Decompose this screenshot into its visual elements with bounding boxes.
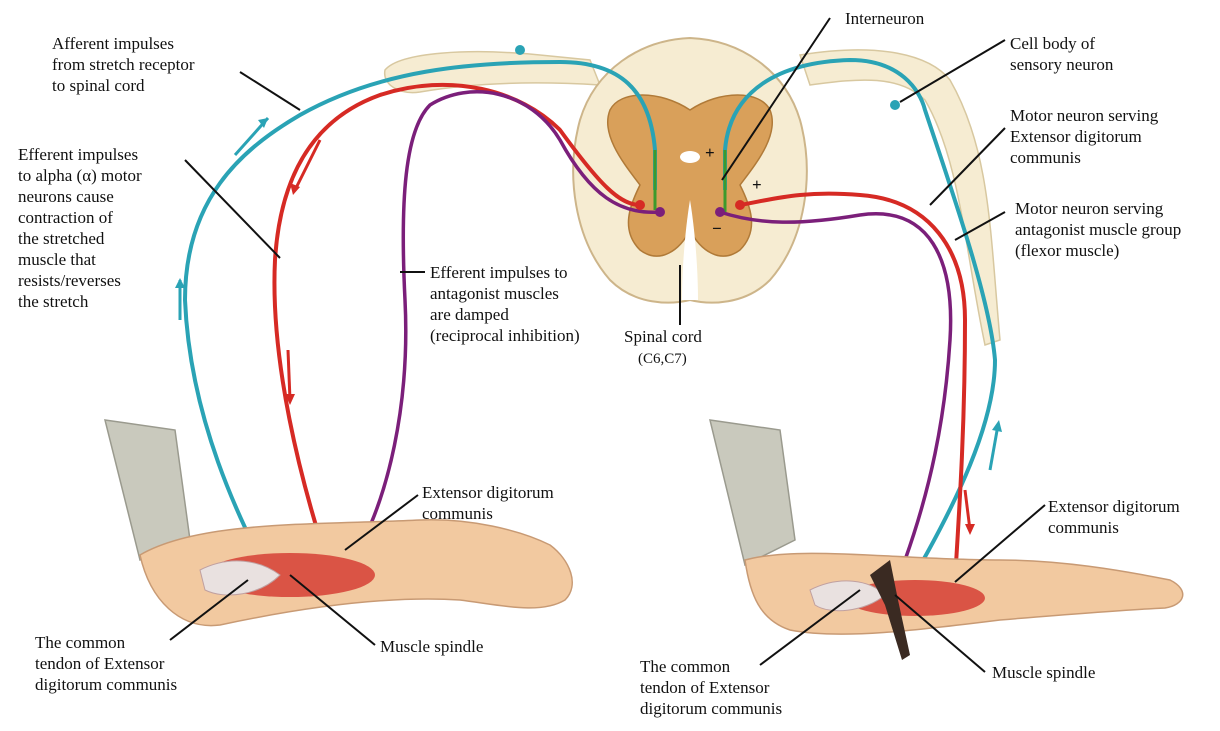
motor-extensor-label: Motor neuron serving Extensor digitorum … bbox=[1010, 105, 1158, 168]
spindle-right-label: Muscle spindle bbox=[992, 662, 1095, 683]
tendon-right-label: The common tendon of Extensor digitorum … bbox=[640, 656, 782, 719]
motor-soma-right bbox=[735, 200, 745, 210]
extensor-left-label: Extensor digitorum communis bbox=[422, 482, 554, 524]
inhibited-soma-left bbox=[655, 207, 665, 217]
spindle-left-label: Muscle spindle bbox=[380, 636, 483, 657]
spinal-cord-label: Spinal cord bbox=[624, 326, 702, 347]
efferent-alpha-label: Efferent impulses to alpha (α) motor neu… bbox=[18, 144, 142, 312]
tendon-left-label: The common tendon of Extensor digitorum … bbox=[35, 632, 177, 695]
inhibited-soma-right bbox=[715, 207, 725, 217]
efferent-antagonist-label: Efferent impulses to antagonist muscles … bbox=[430, 262, 580, 346]
motor-soma-left bbox=[635, 200, 645, 210]
extensor-right-label: Extensor digitorum communis bbox=[1048, 496, 1180, 538]
central-canal bbox=[680, 151, 700, 163]
motor-antagonist-label: Motor neuron serving antagonist muscle g… bbox=[1015, 198, 1181, 261]
cell-body-label: Cell body of sensory neuron bbox=[1010, 33, 1113, 75]
sensory-cell-body-left bbox=[515, 45, 525, 55]
excitatory-sign-2: + bbox=[752, 174, 762, 195]
afferent-label: Afferent impulses from stretch receptor … bbox=[52, 33, 195, 96]
sensory-cell-body-right bbox=[890, 100, 900, 110]
interneuron-label: Interneuron bbox=[845, 8, 924, 29]
left-sleeve bbox=[105, 420, 190, 560]
spinal-level-label: (C6,C7) bbox=[638, 349, 687, 370]
right-sleeve bbox=[710, 420, 795, 565]
right-nerve-band bbox=[800, 50, 1000, 345]
excitatory-sign-1: + bbox=[705, 142, 715, 163]
inhibitory-sign: − bbox=[712, 218, 722, 239]
